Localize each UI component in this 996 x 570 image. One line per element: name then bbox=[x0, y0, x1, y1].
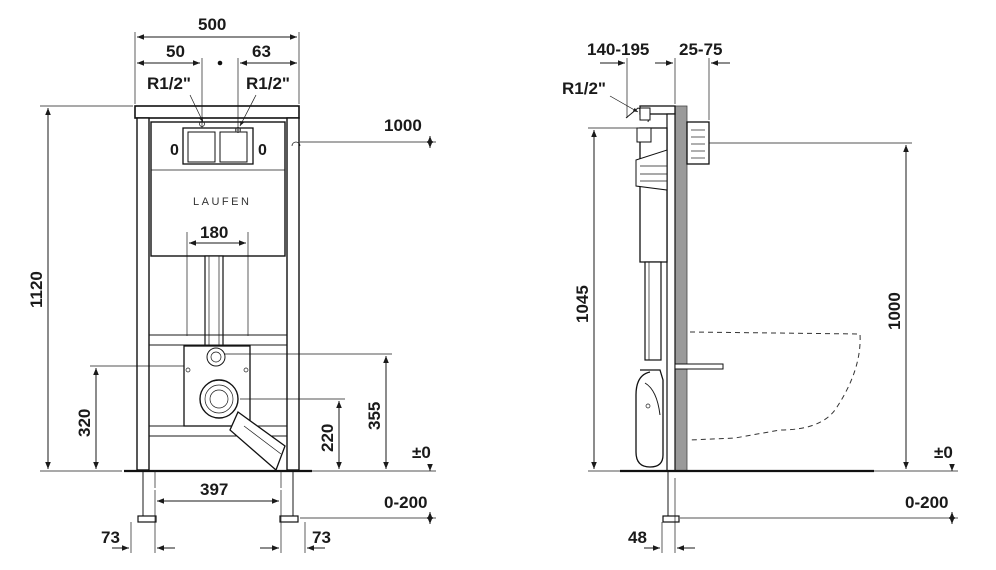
dim-foot-spacing: 397 bbox=[200, 480, 228, 499]
side-view: 140-195 25-75 R1/2" 1045 1000 ±0 0-200 4… bbox=[562, 40, 958, 553]
svg-text:0: 0 bbox=[170, 142, 179, 159]
dim-flush-pipe-width: 180 bbox=[200, 223, 228, 242]
wc-bowl-outline bbox=[689, 331, 861, 441]
flush-pipe bbox=[204, 255, 224, 347]
dim-offset-left: 50 bbox=[166, 42, 185, 61]
drain-outlet bbox=[199, 379, 239, 419]
dim-side-reference-height: 1000 bbox=[885, 292, 904, 330]
dim-outlet-height: 355 bbox=[365, 402, 384, 430]
front-top-rail bbox=[134, 105, 300, 119]
front-view: 0 0 LAUFEN bbox=[27, 15, 436, 553]
dim-foot-depth: 48 bbox=[628, 528, 647, 547]
wall-section bbox=[674, 105, 688, 472]
dim-side-floor-level: ±0 bbox=[934, 443, 953, 462]
conn-left-label: R1/2" bbox=[147, 74, 191, 93]
svg-text:0: 0 bbox=[258, 142, 267, 159]
front-left-upright bbox=[136, 117, 150, 471]
dim-reference-height: 1000 bbox=[384, 116, 422, 135]
dim-floor-level: ±0 bbox=[412, 443, 431, 462]
front-right-upright bbox=[286, 117, 300, 471]
dim-side-height: 1045 bbox=[573, 285, 592, 323]
conn-right-label: R1/2" bbox=[246, 74, 290, 93]
dim-foot-offset-left: 73 bbox=[101, 528, 120, 547]
dim-offset-right: 63 bbox=[252, 42, 271, 61]
brand-label: LAUFEN bbox=[193, 196, 251, 208]
dim-outlet-lower-height: 220 bbox=[318, 424, 337, 452]
dim-side-foot-adjust: 0-200 bbox=[905, 493, 948, 512]
dim-drain-height: 320 bbox=[75, 409, 94, 437]
dim-foot-adjust: 0-200 bbox=[384, 493, 427, 512]
dim-depth-range: 140-195 bbox=[587, 40, 649, 59]
dim-wall-range: 25-75 bbox=[679, 40, 722, 59]
dim-width-total: 500 bbox=[198, 15, 226, 34]
side-upright bbox=[666, 113, 676, 472]
dim-foot-offset-right: 73 bbox=[312, 528, 331, 547]
side-conn-label: R1/2" bbox=[562, 79, 606, 98]
dim-height-total: 1120 bbox=[27, 271, 46, 308]
